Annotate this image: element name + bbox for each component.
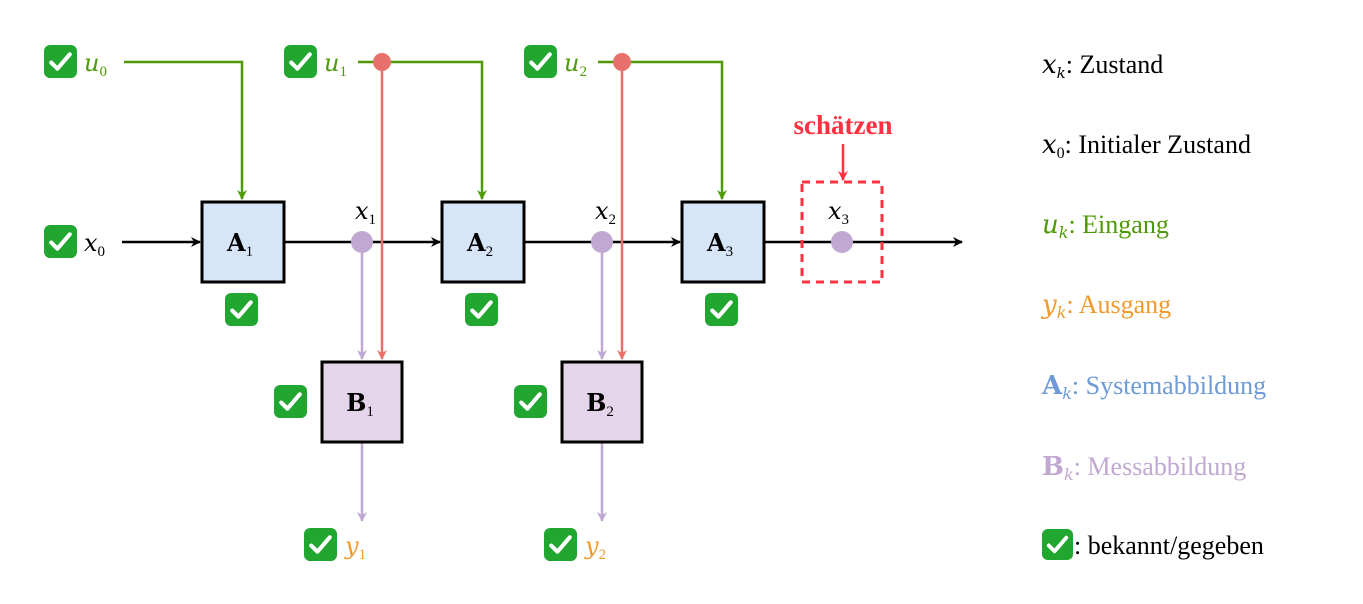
check-mark-icon (1042, 529, 1073, 560)
legend: xk: Zustand x0: Initialer Zustand uk: Ei… (1041, 50, 1266, 560)
edge-u0-A1 (124, 60, 247, 200)
check-mark-icon (465, 293, 498, 326)
edge-u1-A2 (382, 60, 487, 200)
box-A1 (200, 200, 286, 284)
label-A3: A3 (706, 228, 733, 260)
check-mark-icon (304, 528, 337, 561)
legend-measure: Bk: Messabbildung (1042, 452, 1246, 484)
check-mark-icon (544, 528, 577, 561)
legend-output: yk: Ausgang (1041, 290, 1171, 322)
box-A2 (440, 200, 526, 284)
check-mark-icon (524, 45, 557, 78)
check-mark-icon (225, 293, 258, 326)
edge-u2-A3 (622, 60, 727, 200)
label-B1: B1 (346, 388, 374, 420)
estimate-box (800, 180, 884, 284)
junction-u2 (613, 53, 631, 71)
state-node-x3 (831, 231, 853, 253)
box-B2 (560, 360, 644, 444)
check-mark-icon (514, 385, 547, 418)
label-x2: x2 (595, 197, 616, 228)
legend-initial: x0: Initialer Zustand (1042, 130, 1251, 162)
state-node-x2 (591, 231, 613, 253)
check-mark-icon (44, 45, 77, 78)
label-u1: u1 (324, 49, 347, 80)
state-node-x1 (351, 231, 373, 253)
label-u2: u2 (564, 49, 587, 80)
check-mark-icon (284, 45, 317, 78)
box-A3 (680, 200, 766, 284)
label-A2: A2 (466, 228, 493, 260)
legend-known: : bekannt/gegeben (1074, 531, 1264, 560)
label-x3: x3 (828, 197, 849, 228)
legend-state: xk: Zustand (1042, 50, 1163, 82)
label-y2: y2 (584, 532, 606, 563)
label-x0: x0 (84, 229, 105, 260)
label-A1: A1 (226, 228, 253, 260)
label-y1: y1 (344, 532, 366, 563)
box-B1 (320, 360, 404, 444)
label-u0: u0 (84, 49, 107, 80)
legend-system: Ak: Systemabbildung (1041, 371, 1266, 403)
label-x1: x1 (355, 197, 376, 228)
estimate-label: schätzen (794, 110, 893, 140)
check-mark-icon (705, 293, 738, 326)
label-B2: B2 (586, 388, 614, 420)
junction-u1 (373, 53, 391, 71)
legend-input: uk: Eingang (1042, 210, 1169, 242)
check-mark-icon (44, 225, 77, 258)
check-mark-icon (274, 385, 307, 418)
